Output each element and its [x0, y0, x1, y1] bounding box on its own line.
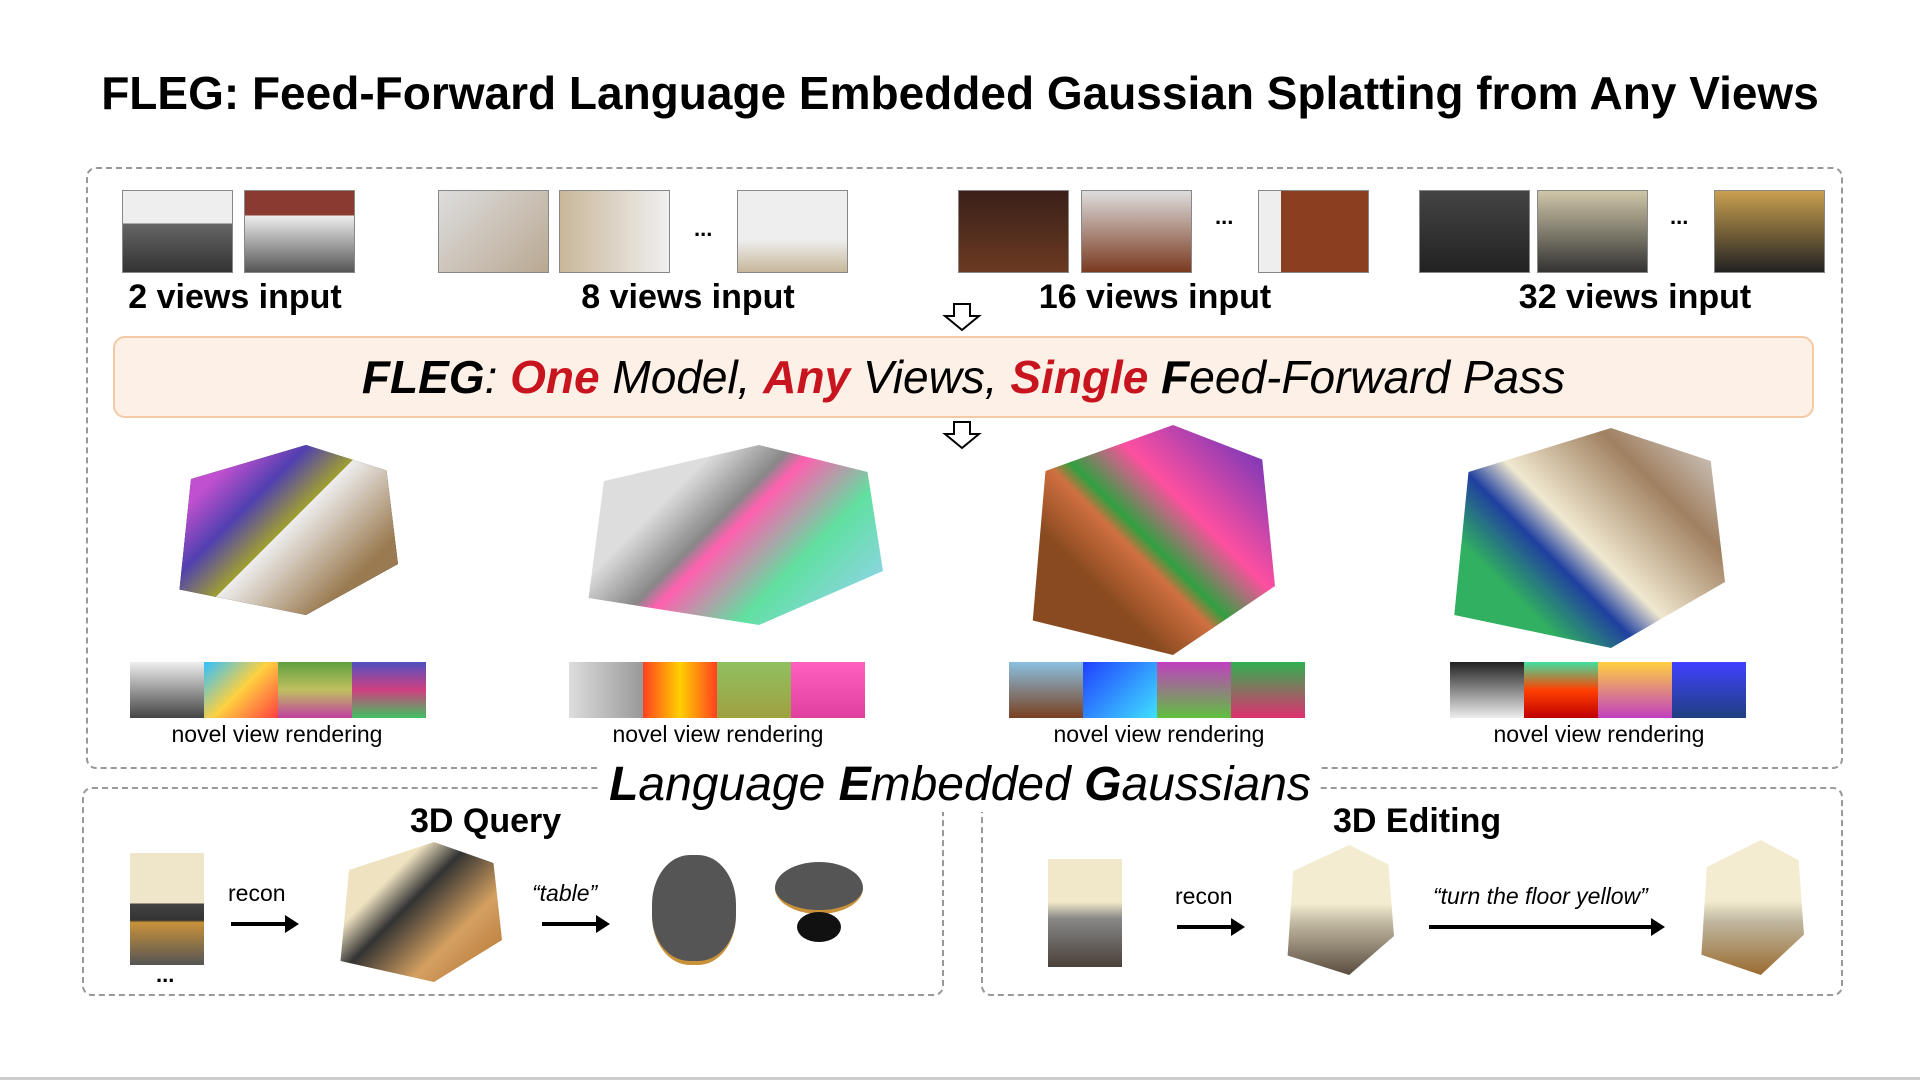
figure-title: FLEG: Feed-Forward Language Embedded Gau…	[101, 67, 1819, 119]
ellipsis: ...	[694, 216, 713, 241]
input-image	[958, 190, 1069, 273]
input-label: 8 views input	[581, 278, 795, 316]
down-arrow-icon	[942, 303, 982, 332]
input-label: 16 views input	[1038, 278, 1272, 316]
section-title: Language Embedded Gaussians	[600, 757, 1320, 812]
right-arrow-icon	[542, 915, 610, 933]
input-label: 32 views input	[1518, 278, 1752, 316]
banner-text: Views,	[850, 351, 1011, 403]
novel-view-label: novel view rendering	[1053, 721, 1265, 747]
down-arrow-icon	[942, 421, 982, 450]
banner-text: Model,	[599, 351, 764, 403]
input-image	[130, 853, 204, 965]
banner-single: Single	[1010, 351, 1149, 403]
editing-title: 3D Editing	[1333, 802, 1502, 840]
input-image	[1714, 190, 1825, 273]
input-image	[1537, 190, 1648, 273]
input-image	[1258, 190, 1369, 273]
query-panel	[82, 787, 944, 996]
novel-view-label: novel view rendering	[171, 721, 383, 747]
bottom-divider	[0, 1077, 1920, 1080]
novel-view-label: novel view rendering	[612, 721, 824, 747]
input-image	[559, 190, 670, 273]
input-image	[1081, 190, 1192, 273]
banner-fleg: FLEG	[361, 351, 485, 403]
fleg-banner: FLEG: One Model, Any Views, Single Feed-…	[113, 336, 1814, 418]
query-result	[652, 855, 736, 965]
banner-any: Any	[763, 351, 851, 403]
ellipsis: ...	[1215, 204, 1234, 229]
right-arrow-icon	[1429, 918, 1665, 936]
right-arrow-icon	[1177, 918, 1245, 936]
query-result	[797, 912, 841, 942]
editing-prompt: “turn the floor yellow”	[1433, 883, 1648, 909]
input-image	[244, 190, 355, 273]
recon-label: recon	[228, 880, 286, 906]
input-image	[438, 190, 549, 273]
input-label: 2 views input	[128, 278, 342, 316]
banner-f: F	[1148, 351, 1190, 403]
banner-one: One	[510, 351, 600, 403]
banner-text: :	[484, 351, 511, 403]
ellipsis: ...	[1670, 204, 1689, 229]
editing-panel	[981, 787, 1843, 996]
input-image	[1048, 859, 1122, 967]
banner-text: eed-Forward Pass	[1189, 351, 1566, 403]
input-image	[122, 190, 233, 273]
ellipsis: ...	[156, 962, 175, 987]
query-result	[775, 862, 863, 914]
query-prompt: “table”	[532, 880, 598, 906]
right-arrow-icon	[231, 915, 299, 933]
input-image	[1419, 190, 1530, 273]
recon-label: recon	[1175, 883, 1233, 909]
novel-view-label: novel view rendering	[1493, 721, 1705, 747]
input-image	[737, 190, 848, 273]
query-title: 3D Query	[410, 802, 562, 840]
